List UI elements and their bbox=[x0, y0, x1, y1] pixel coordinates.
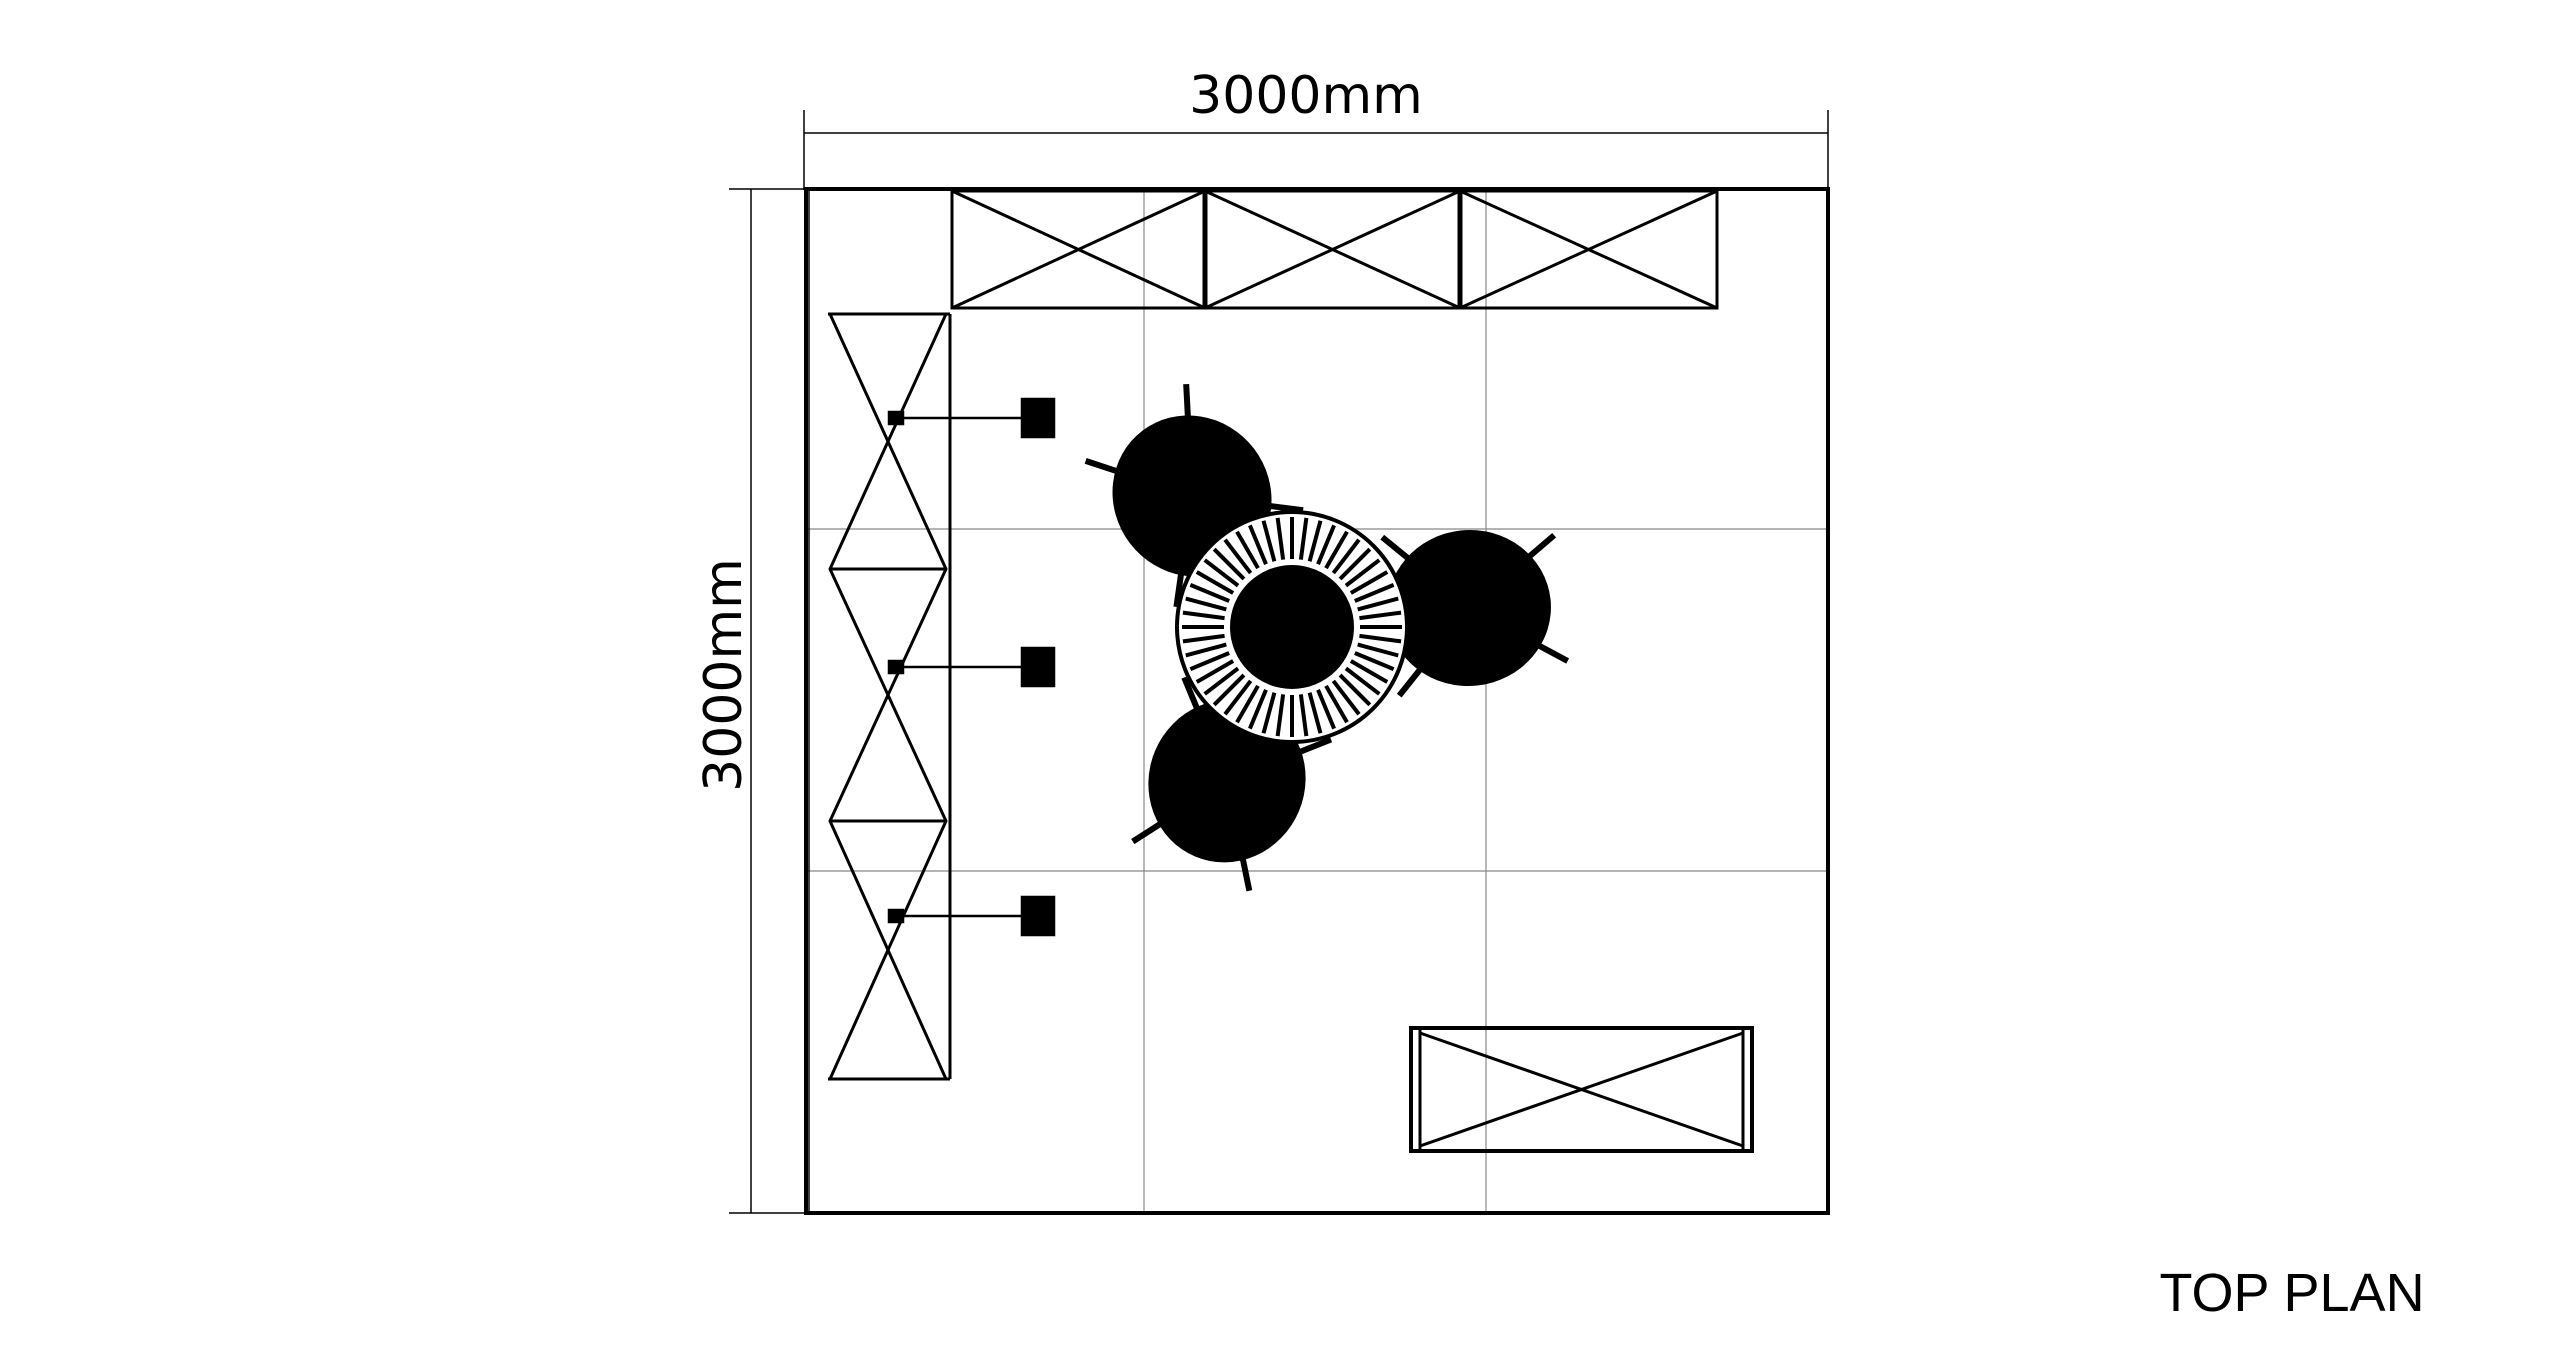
chair bbox=[1380, 529, 1570, 698]
table-slat bbox=[1182, 633, 1225, 644]
table-slat bbox=[1248, 689, 1268, 730]
depth-dimension-label: 3000mm bbox=[694, 558, 754, 792]
table-slat bbox=[1275, 694, 1286, 737]
table-slat bbox=[1331, 538, 1361, 575]
table-slat bbox=[1195, 659, 1235, 684]
table-slat bbox=[1195, 570, 1235, 595]
table-slat bbox=[1338, 547, 1372, 581]
width-dimension-label: 3000mm bbox=[1189, 66, 1423, 126]
spotlights bbox=[887, 397, 1056, 937]
table-slat bbox=[1212, 673, 1246, 707]
table-slat bbox=[1212, 547, 1246, 581]
table-slat bbox=[1349, 659, 1389, 684]
table-slat bbox=[1324, 530, 1349, 570]
table-slat bbox=[1331, 679, 1361, 716]
table-slat bbox=[1235, 684, 1260, 724]
counter bbox=[1409, 1026, 1754, 1153]
table-slat bbox=[1344, 666, 1381, 696]
table-slat bbox=[1354, 583, 1395, 603]
table-slat bbox=[1298, 517, 1309, 560]
table-slat bbox=[1189, 583, 1230, 603]
table-slat bbox=[1185, 642, 1227, 658]
table-slat bbox=[1185, 596, 1227, 612]
table-slat bbox=[1261, 692, 1277, 734]
table-slat bbox=[1316, 524, 1336, 565]
round-table bbox=[1175, 510, 1409, 744]
table-slat bbox=[1275, 517, 1286, 560]
table-slat bbox=[1344, 558, 1381, 588]
table-slat bbox=[1307, 692, 1323, 734]
depth-dimension bbox=[729, 188, 806, 1214]
table-slat bbox=[1223, 679, 1253, 716]
width-dimension bbox=[803, 110, 1829, 190]
table-slat bbox=[1359, 610, 1402, 621]
table-slat bbox=[1248, 524, 1268, 565]
table-slat bbox=[1349, 570, 1389, 595]
table-slat bbox=[1182, 610, 1225, 621]
table-slat bbox=[1324, 684, 1349, 724]
table-slat bbox=[1261, 520, 1277, 562]
back-wall-panels bbox=[950, 189, 1719, 310]
table-slat bbox=[1235, 530, 1260, 570]
table-slat bbox=[1357, 596, 1399, 612]
table-slat bbox=[1354, 651, 1395, 671]
table-slat bbox=[1307, 520, 1323, 562]
table-slat bbox=[1203, 666, 1240, 696]
drawing-title: TOP PLAN bbox=[2159, 1263, 2424, 1323]
booth-outline bbox=[804, 187, 1830, 1215]
table-slat bbox=[1189, 651, 1230, 671]
table-slat bbox=[1338, 673, 1372, 707]
table-slat bbox=[1298, 694, 1309, 737]
chair-seat bbox=[1387, 529, 1551, 687]
table-slat bbox=[1223, 538, 1253, 575]
table-slat bbox=[1359, 633, 1402, 644]
table-slat bbox=[1316, 689, 1336, 730]
side-wall-panels bbox=[828, 312, 952, 1081]
table-slat bbox=[1357, 642, 1399, 658]
table-slat bbox=[1203, 558, 1240, 588]
